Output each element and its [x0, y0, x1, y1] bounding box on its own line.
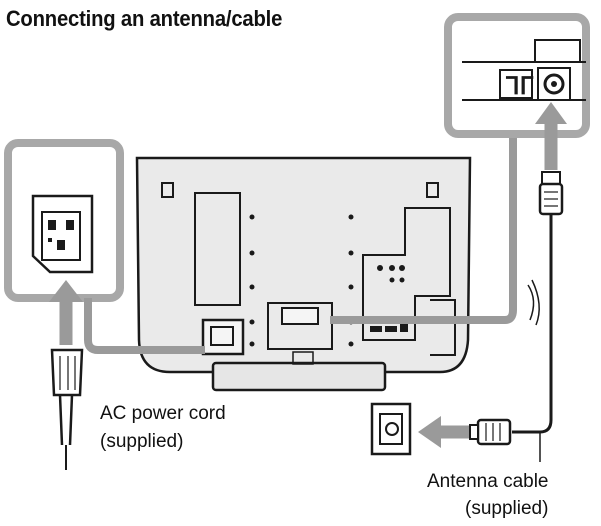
diagram-title: Connecting an antenna/cable: [6, 6, 283, 31]
ac-power-cord-label: AC power cord: [100, 403, 226, 424]
tv-rear-panel: [135, 156, 472, 392]
wall-antenna-outlet: [370, 402, 512, 456]
antenna-input-callout: ᒣᒥ: [444, 13, 590, 138]
ac-inlet-callout: [4, 139, 124, 302]
ac-power-plug: [49, 280, 84, 470]
svg-text:ᒣᒥ: ᒣᒥ: [505, 73, 534, 100]
antenna-cable-supplied-label: (supplied): [465, 498, 549, 519]
ac-power-cord-supplied-label: (supplied): [100, 431, 184, 452]
antenna-cable-label: Antenna cable: [427, 471, 549, 492]
antenna-cable: [512, 102, 567, 462]
callout-leader-lines: [84, 135, 517, 354]
